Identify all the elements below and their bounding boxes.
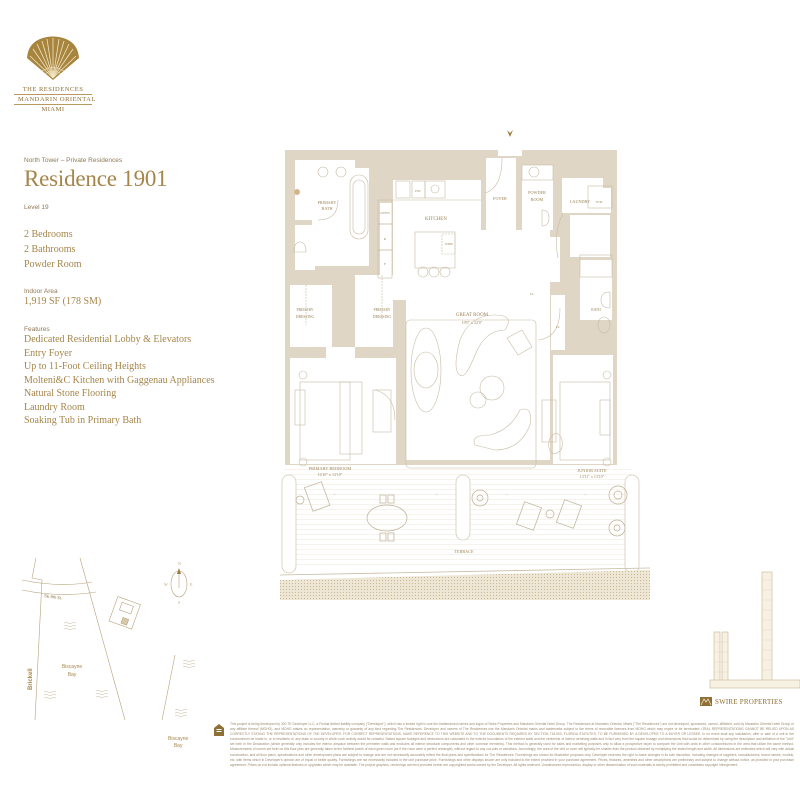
room-label-primary-bath: PRIMARY bbox=[318, 200, 337, 205]
residence-info-panel: North Tower – Private Residences Residen… bbox=[24, 157, 224, 428]
room-label-terrace: TERRACE bbox=[454, 549, 474, 554]
room-label-primary-bedroom: PRIMARY BEDROOM bbox=[309, 466, 352, 471]
features-list: Dedicated Residential Lobby & Elevators … bbox=[24, 333, 224, 428]
wine-label: WINE bbox=[445, 242, 453, 246]
features-label: Features bbox=[24, 326, 50, 333]
freezer-label: F bbox=[384, 262, 386, 266]
logo-line-1: THE RESIDENCES bbox=[22, 86, 84, 93]
indoor-area-label: Indoor Area bbox=[24, 288, 58, 295]
bay-label-2: Bay bbox=[173, 743, 183, 749]
logo-divider bbox=[14, 94, 92, 95]
oven-label: OVEN bbox=[380, 211, 390, 215]
powder-room: Powder Room bbox=[24, 259, 82, 270]
wd-label: W/D bbox=[596, 200, 603, 204]
level-label: Level 19 bbox=[24, 204, 49, 211]
compass-e: E bbox=[190, 582, 193, 587]
feature-item: Dedicated Residential Lobby & Elevators bbox=[24, 334, 192, 345]
room-label-laundry: LAUNDRY bbox=[570, 199, 590, 204]
street-label: SE 8th St. bbox=[44, 593, 63, 600]
svg-text:←: ← bbox=[505, 491, 509, 496]
biscayne-label: Biscayne bbox=[62, 664, 83, 670]
svg-text:→: → bbox=[583, 491, 587, 496]
location-map: N W E S SE 8th St. Brickell Biscayne Bay bbox=[21, 557, 196, 720]
water-wave-icon bbox=[43, 622, 196, 717]
primary-bedroom-dims: 16'10" x 13'10" bbox=[318, 472, 343, 477]
room-label-junior-suite: JUNIOR SUITE bbox=[577, 468, 606, 473]
compass-s: S bbox=[178, 600, 180, 605]
entry-arrow-icon bbox=[507, 130, 513, 137]
great-room-dims: 19'0" x 22'0" bbox=[462, 320, 483, 325]
biscayne-label-2: Biscayne bbox=[168, 736, 189, 742]
logo-line-2: MANDARIN ORIENTAL bbox=[18, 96, 96, 103]
feature-item: Entry Foyer bbox=[24, 347, 73, 359]
feature-item: Up to 11-Foot Ceiling Heights bbox=[24, 361, 146, 372]
bay-label-secondary: Biscayne Bay bbox=[168, 736, 188, 750]
indoor-area-value: 1,919 SF (178 SM) bbox=[24, 296, 102, 307]
room-label-dressing-right-2: DRESSING bbox=[373, 315, 392, 319]
logo-line-3: MIAMI bbox=[41, 106, 65, 113]
bathrooms-count: 2 Bathrooms bbox=[24, 244, 76, 255]
room-label-great-room: GREAT ROOM bbox=[456, 313, 489, 318]
closet-label-2: CL bbox=[556, 325, 560, 329]
room-summary: 2 Bedrooms 2 Bathrooms Powder Room bbox=[24, 227, 224, 272]
room-label-foyer: FOYER bbox=[493, 196, 507, 201]
feature-item: Soaking Tub in Primary Bath bbox=[24, 415, 142, 426]
svg-text:←: ← bbox=[435, 491, 439, 496]
feature-item: Natural Stone Flooring bbox=[24, 388, 117, 399]
bedrooms-count: 2 Bedrooms bbox=[24, 229, 73, 240]
bay-label: Bay bbox=[68, 672, 77, 678]
compass-north-arrow-icon bbox=[177, 568, 181, 574]
junior-suite-dims: 13'11" x 13'10" bbox=[580, 474, 605, 479]
tower-label: North Tower – Private Residences bbox=[24, 157, 123, 164]
room-label-powder-2: ROOM bbox=[531, 197, 544, 202]
compass-w: W bbox=[164, 582, 168, 587]
developer-name: SWIRE PROPERTIES bbox=[715, 697, 783, 706]
brand-logo: THE RESIDENCES MANDARIN ORIENTAL MIAMI bbox=[14, 36, 96, 114]
feature-item: Laundry Room bbox=[24, 401, 85, 413]
room-label-dressing-left-2: DRESSING bbox=[296, 315, 315, 319]
tower-elevation-illustration bbox=[709, 571, 800, 689]
swire-logo-icon bbox=[700, 697, 712, 706]
developer-logo: SWIRE PROPERTIES bbox=[700, 697, 783, 706]
room-label-powder: POWDER bbox=[528, 190, 546, 195]
logo-divider bbox=[14, 104, 92, 105]
compass-n: N bbox=[178, 561, 181, 566]
closet-label: CL bbox=[530, 292, 534, 296]
fan-logo-icon bbox=[27, 36, 79, 80]
room-label-kitchen: KITCHEN bbox=[425, 217, 447, 222]
fridge-label: R bbox=[384, 237, 387, 241]
dishwasher-label: DW bbox=[415, 189, 421, 193]
brickell-label: Brickell bbox=[28, 668, 34, 690]
disclaimer-text: This project is being developed by 300 T… bbox=[230, 722, 794, 767]
feature-item: Molteni&C Kitchen with Gaggenau Applianc… bbox=[24, 374, 215, 386]
floor-plan: → ← ← → PRIMARY BATH OVEN R F DW KITCHEN… bbox=[279, 130, 651, 600]
room-label-primary-bath-2: BATH bbox=[322, 206, 333, 211]
room-label-dressing-right: PRIMARY bbox=[373, 308, 390, 312]
page-title: Residence 1901 bbox=[24, 166, 168, 191]
room-label-dressing-left: PRIMARY bbox=[296, 308, 313, 312]
equal-housing-icon bbox=[214, 724, 224, 736]
legal-disclaimer: This project is being developed by 300 T… bbox=[214, 722, 794, 768]
room-label-bath: BATH bbox=[591, 308, 601, 312]
svg-text:→: → bbox=[332, 491, 336, 496]
